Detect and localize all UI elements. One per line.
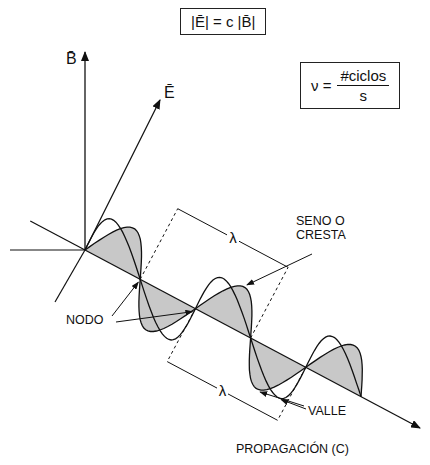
leader-line — [116, 312, 192, 322]
crest-label: SENO O CRESTA — [296, 214, 378, 243]
leader-line — [281, 400, 306, 409]
wavelength-label: λ — [227, 229, 239, 246]
e-axis — [85, 100, 160, 250]
fraction-row: ν = #cicloss — [311, 67, 389, 104]
formula-text: |Ē| = c |B̄| — [191, 13, 255, 30]
leader-lines — [112, 254, 312, 409]
dimension-line — [167, 362, 277, 421]
dimension-line — [178, 209, 288, 268]
propagation-axis — [85, 250, 420, 428]
axis-label: B̄ — [66, 50, 77, 68]
fraction: #cicloss — [337, 67, 389, 104]
node-label: NODO — [66, 313, 104, 327]
axis-line — [10, 249, 85, 250]
axis-line — [30, 221, 85, 250]
leader-line — [247, 254, 312, 285]
e-wave — [85, 227, 362, 397]
formula-box: |Ē| = c |B̄| — [180, 8, 266, 35]
extension-line — [251, 267, 289, 338]
extension-line — [140, 209, 178, 280]
extension-line — [167, 309, 195, 362]
trough-label: VALLE — [308, 404, 346, 418]
wavelength-dimensions — [140, 209, 306, 421]
formula-text: ν = — [311, 77, 331, 94]
b-axis — [84, 52, 85, 250]
wavelength-label: λ — [217, 382, 229, 399]
leader-line — [260, 392, 304, 406]
axis-label: Ē — [164, 84, 175, 102]
formula-text: s — [360, 86, 368, 104]
e-wave-shade — [85, 227, 362, 397]
propagation-label: PROPAGACIÓN (C) — [236, 442, 349, 456]
formula-text: #ciclos — [337, 67, 389, 86]
b-wave — [85, 219, 361, 399]
frequency-box: ν = #cicloss — [300, 62, 400, 109]
extension-line — [278, 367, 306, 420]
axis-line — [55, 250, 85, 302]
leader-line — [112, 282, 138, 316]
